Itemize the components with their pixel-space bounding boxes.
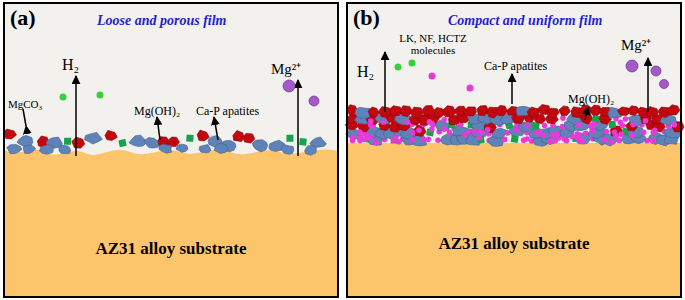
molecule-label: LK, NF, HCTZ molecules [392,32,474,56]
text-anchor: Loose and porous film [97,11,227,29]
label-anchor: MgCO₃ [8,94,42,112]
ion-label: Mg²⁺ [271,61,301,78]
panel-ground [347,3,681,297]
label-anchor: Mg²⁺ [271,60,301,78]
label-anchor: LK, NF, HCTZ molecules [392,32,474,56]
panel-title: Loose and porous film [97,14,227,28]
text-anchor: (a) [10,7,36,29]
text-anchor: AZ31 alloy substrate [95,240,246,259]
leader-arrow [214,117,218,140]
label-anchor: Mg(OH)₂ [134,101,180,119]
label-anchor: Ca-P apatites [196,101,259,119]
panel-tag: (b) [353,7,380,29]
ion-label: Mg²⁺ [621,37,651,54]
substrate-band: AZ31 alloy substrate [5,204,337,294]
text-anchor: Compact and uniform film [448,11,602,29]
gas-arrow [75,76,77,156]
compound-label: Ca-P apatites [196,105,259,118]
substrate-label: AZ31 alloy substrate [438,235,589,254]
substrate-shape [347,143,681,297]
leader-arrow [585,107,588,120]
gas-label: H₂ [62,56,79,74]
leader-arrow [23,109,26,126]
text-anchor: AZ31 alloy substrate [438,235,589,254]
compound-label: Mg(OH)₂ [134,105,180,118]
label-anchor: Mg(OH)₂ [568,89,614,107]
ion-arrow [647,58,649,112]
leader-arrow [511,74,513,104]
panel-tag: (a) [10,7,36,29]
label-anchor: H₂ [357,63,374,81]
compound-label: Mg(OH)₂ [568,93,614,106]
released-species [60,60,669,107]
film-panel: (a) Loose and porous filmAZ31 alloy subst… [3,2,339,298]
substrate-shape [4,149,338,297]
compound-label: MgCO₃ [8,98,42,110]
substrate-label: AZ31 alloy substrate [95,240,246,259]
panel-ground [4,3,338,297]
arrows [23,52,648,156]
panel-title: Compact and uniform film [448,14,602,28]
gas-arrow [384,52,386,112]
film-particles [3,105,684,156]
compound-label: Ca-P apatites [484,60,547,73]
label-anchor: H₂ [62,56,79,74]
gas-label: H₂ [357,63,374,81]
ion-arrow [297,80,299,156]
text-anchor: (b) [353,7,380,29]
label-anchor: Ca-P apatites [484,56,547,74]
leader-arrow [157,117,160,140]
substrate-band: AZ31 alloy substrate [348,194,680,294]
label-anchor: Mg²⁺ [621,36,651,54]
